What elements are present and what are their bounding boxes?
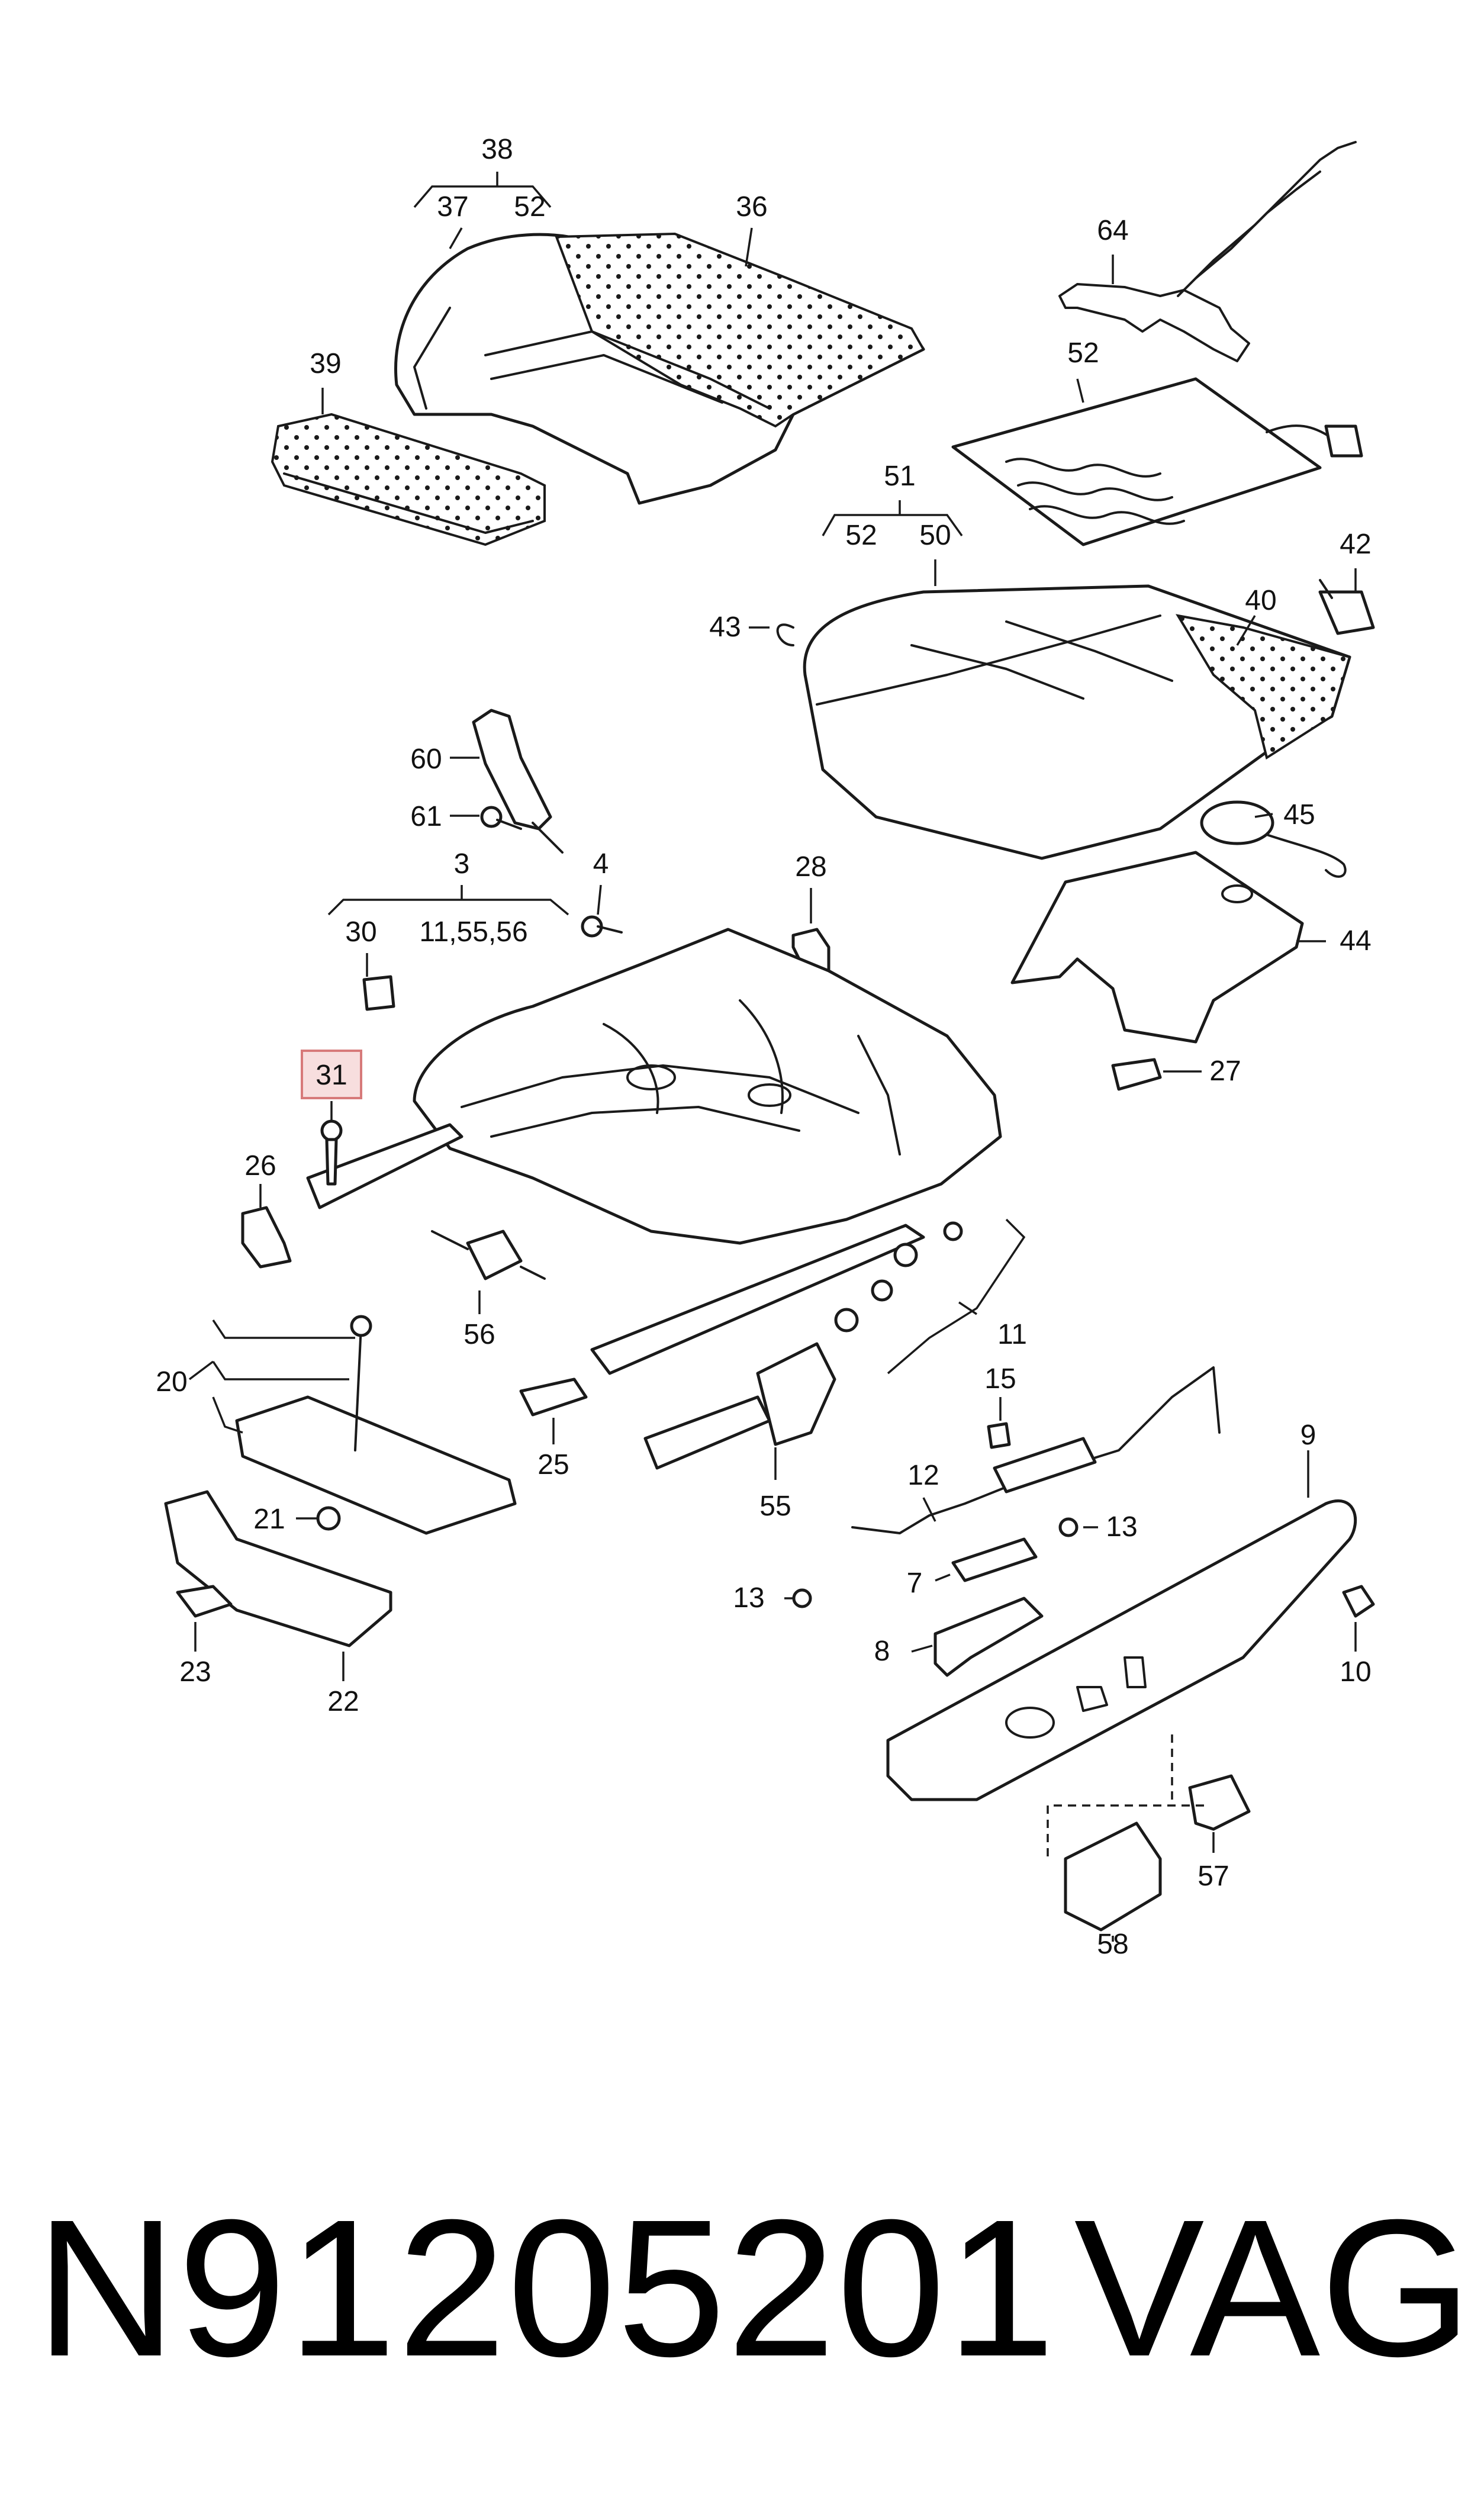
- motor-part-55: [643, 1342, 836, 1470]
- clip-part-23: [176, 1585, 233, 1618]
- callout-28: 28: [795, 851, 826, 883]
- callout-43: 43: [709, 612, 741, 643]
- leader-lines: [188, 172, 1357, 1942]
- brand-text: VAG: [1074, 2178, 1472, 2397]
- callout-30: 30: [345, 916, 376, 948]
- callout-61: 61: [410, 801, 442, 832]
- callout-21: 21: [253, 1504, 285, 1535]
- seat-cushion-upper-part-36-37: [394, 232, 925, 505]
- callout-57: 57: [1197, 1861, 1229, 1892]
- callout-3: 3: [454, 848, 470, 880]
- footer-caption: N91205201 VAG: [0, 2190, 1484, 2439]
- callout-9: 9: [1300, 1420, 1316, 1451]
- bolt-part-31: [320, 1119, 343, 1186]
- sensor-part-45: [1200, 800, 1347, 878]
- callout-31: 31: [316, 1060, 347, 1091]
- callout-64: 64: [1097, 215, 1128, 246]
- callout-52-upper: 52: [514, 191, 545, 223]
- screws-part-11: [834, 1221, 963, 1333]
- seat-foam-part-50: [803, 584, 1351, 860]
- callout-10: 10: [1340, 1656, 1371, 1688]
- screw-part-13-b: [792, 1588, 812, 1608]
- callout-11: 11: [997, 1319, 1027, 1350]
- callout-58: 58: [1097, 1929, 1128, 1960]
- callout-23: 23: [179, 1656, 211, 1688]
- heating-harness-part-64: [1058, 141, 1357, 362]
- side-trim-part-9: [886, 1499, 1357, 1801]
- cushion-pad-part-39: [271, 413, 546, 546]
- callout-37: 37: [437, 191, 468, 223]
- callout-20: 20: [156, 1366, 187, 1398]
- callout-42: 42: [1340, 529, 1371, 560]
- callout-55: 55: [759, 1491, 791, 1522]
- callout-56: 56: [463, 1319, 495, 1350]
- callout-52-lower: 52: [845, 520, 877, 551]
- seat-belt-buckle-part-60: [472, 709, 564, 854]
- callout-44: 44: [1340, 925, 1371, 957]
- callout-39: 39: [310, 348, 341, 379]
- trim-panel-part-22: [164, 1490, 392, 1647]
- seat-frame-part-3: [306, 928, 1002, 1375]
- cover-part-27: [1111, 1058, 1162, 1091]
- connector-part-56: [431, 1230, 546, 1280]
- callout-13-left: 13: [733, 1582, 764, 1614]
- callout-51: 51: [884, 461, 915, 492]
- callout-38: 38: [481, 134, 513, 165]
- bolt-part-4: [581, 915, 623, 938]
- screw-part-13-a: [1058, 1517, 1079, 1537]
- exploded-parts-diagram: 38 37 52 36 39 64 52 51 52 50 42 43 40 6…: [156, 134, 1375, 1960]
- highlight-box-part-31: [301, 1050, 362, 1099]
- nut-part-21: [316, 1506, 341, 1531]
- mounting-plate-part-20: [235, 1315, 517, 1535]
- switch-panel-part-8: [933, 1597, 1044, 1677]
- wiring-harness-part-12: [851, 1366, 1221, 1534]
- seat-mat-part-44: [1010, 851, 1304, 1044]
- switch-part-57: [1188, 1774, 1251, 1831]
- callout-labels: 38 37 52 36 39 64 52 51 52 50 42 43 40 6…: [156, 134, 1371, 1960]
- callout-25: 25: [537, 1449, 569, 1481]
- clip-part-15: [987, 1422, 1011, 1449]
- part-number-text: N91205201: [36, 2178, 1057, 2397]
- clip-part-43: [776, 623, 794, 646]
- bracket-part-26: [241, 1206, 292, 1269]
- callout-60: 60: [410, 744, 442, 775]
- callout-45: 45: [1283, 799, 1315, 831]
- callout-11-55-56: 11,55,56: [419, 916, 527, 948]
- callout-27: 27: [1209, 1055, 1241, 1087]
- callout-12: 12: [907, 1460, 939, 1491]
- callout-8: 8: [874, 1636, 890, 1667]
- connector-part-42: [1318, 579, 1375, 635]
- callout-26: 26: [244, 1150, 276, 1182]
- callout-36: 36: [736, 191, 767, 223]
- cap-part-30: [362, 975, 395, 1011]
- bolt-part-61: [480, 806, 522, 830]
- callout-22: 22: [327, 1686, 359, 1717]
- switch-part-7: [951, 1537, 1038, 1582]
- callout-4: 4: [593, 848, 609, 880]
- callout-52-mat: 52: [1067, 337, 1099, 369]
- callout-15: 15: [984, 1363, 1016, 1395]
- clip-part-10: [1342, 1585, 1375, 1618]
- callout-7: 7: [907, 1568, 923, 1599]
- callout-13-right: 13: [1106, 1511, 1137, 1543]
- heating-mat-part-52: [951, 377, 1363, 546]
- clip-part-25: [519, 1378, 588, 1417]
- callout-50: 50: [919, 520, 951, 551]
- callout-40: 40: [1245, 585, 1276, 616]
- switch-module-part-58: [1064, 1821, 1162, 1932]
